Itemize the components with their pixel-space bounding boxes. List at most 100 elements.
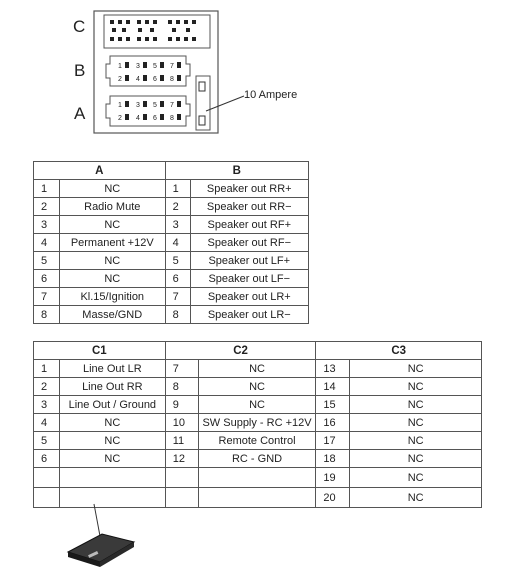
c3-num: 18 (315, 449, 351, 468)
a-num: 5 (33, 251, 60, 270)
c3-num: 13 (315, 359, 351, 378)
iso-connector-diagram: 1 3 5 7 2 4 6 8 1 3 5 7 2 4 6 8 (93, 10, 245, 134)
c1-num: 4 (33, 413, 60, 432)
c2-value: RC - GND (197, 449, 317, 468)
header-c3: C3 (315, 341, 482, 360)
a-value: NC (58, 215, 166, 234)
c2-value: SW Supply - RC +12V (197, 413, 317, 432)
c3-num: 14 (315, 377, 351, 396)
c1-value: NC (58, 449, 166, 468)
b-pin-8: 8 (170, 76, 174, 83)
a-value: Permanent +12V (58, 233, 166, 252)
c3-num: 20 (315, 487, 351, 508)
c1-num (33, 467, 60, 488)
a-value: NC (58, 251, 166, 270)
c2-value: NC (197, 359, 317, 378)
c2-num: 7 (164, 359, 199, 378)
a-num: 6 (33, 269, 60, 288)
a-pin-4: 4 (136, 115, 140, 122)
a-pin-6: 6 (153, 115, 157, 122)
a-value: Radio Mute (58, 197, 166, 216)
b-num: 1 (164, 179, 191, 198)
b-value: Speaker out LF− (189, 269, 310, 288)
c2-num: 12 (164, 449, 199, 468)
c1-value: Line Out RR (58, 377, 166, 396)
a-num: 7 (33, 287, 60, 306)
c1-value: Line Out / Ground (58, 395, 166, 414)
b-value: Speaker out LR− (189, 305, 310, 324)
c2-num: 11 (164, 431, 199, 450)
c3-num: 16 (315, 413, 351, 432)
a-pin-2: 2 (118, 115, 122, 122)
c3-value: NC (349, 467, 482, 488)
c3-value: NC (349, 377, 482, 396)
connector-b-label: B (74, 61, 86, 80)
c2-num: 9 (164, 395, 199, 414)
header-a: A (33, 161, 166, 180)
c3-value: NC (349, 487, 482, 508)
c2-num (164, 467, 199, 488)
b-pin-5: 5 (153, 63, 157, 70)
a-value: NC (58, 179, 166, 198)
connector-b-block (105, 55, 191, 87)
b-num: 5 (164, 251, 191, 270)
fuse-leader-line (205, 95, 245, 112)
a-pin-8: 8 (170, 115, 174, 122)
header-b: B (164, 161, 310, 180)
c2-num: 8 (164, 377, 199, 396)
a-num: 1 (33, 179, 60, 198)
connector-a-block (105, 95, 191, 127)
a-pin-5: 5 (153, 102, 157, 109)
a-value: Kl.15/Ignition (58, 287, 166, 306)
b-num: 6 (164, 269, 191, 288)
connector-a-label: A (74, 104, 86, 123)
b-num: 8 (164, 305, 191, 324)
c3-num: 17 (315, 431, 351, 450)
c3-value: NC (349, 395, 482, 414)
c3-num: 15 (315, 395, 351, 414)
c3-value: NC (349, 431, 482, 450)
c2-value: Remote Control (197, 431, 317, 450)
c2-num: 10 (164, 413, 199, 432)
fuse-holder (195, 75, 211, 131)
c1-num: 6 (33, 449, 60, 468)
b-pin-4: 4 (136, 76, 140, 83)
a-num: 2 (33, 197, 60, 216)
c1-num: 2 (33, 377, 60, 396)
connector-c-label: C (73, 17, 86, 36)
header-c2: C2 (164, 341, 317, 360)
a-num: 8 (33, 305, 60, 324)
a-pin-3: 3 (136, 102, 140, 109)
c1-value (58, 467, 166, 488)
c2-value (197, 487, 317, 508)
c2-value: NC (197, 377, 317, 396)
c3-value: NC (349, 413, 482, 432)
c2-value (197, 467, 317, 488)
c1-num (33, 487, 60, 508)
c1-value: Line Out LR (58, 359, 166, 378)
c1-value: NC (58, 413, 166, 432)
b-value: Speaker out RR− (189, 197, 310, 216)
c3-num: 19 (315, 467, 351, 488)
b-pin-3: 3 (136, 63, 140, 70)
c1-value: NC (58, 431, 166, 450)
b-num: 3 (164, 215, 191, 234)
b-num: 2 (164, 197, 191, 216)
a-num: 4 (33, 233, 60, 252)
connector-c-block (103, 14, 211, 49)
b-pin-1: 1 (118, 63, 122, 70)
